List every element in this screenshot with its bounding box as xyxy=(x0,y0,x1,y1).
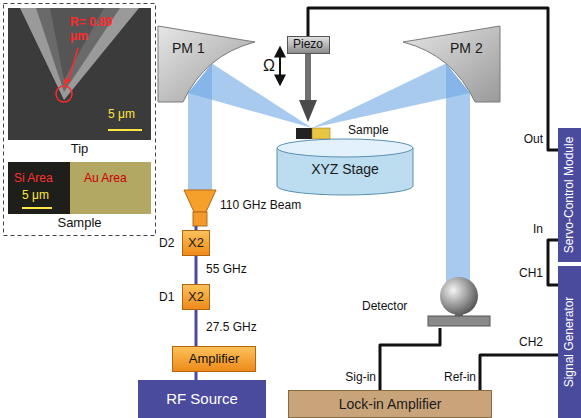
radius-pointer xyxy=(68,48,78,82)
sample-micrograph: Si Area Au Area 5 μm Sample xyxy=(8,162,151,234)
sample-micrograph-art xyxy=(8,162,151,214)
radius-circle xyxy=(56,86,72,102)
beam xyxy=(446,64,470,286)
port-label: CH2 xyxy=(519,336,543,350)
beam xyxy=(188,64,312,129)
doubler-box: D2X2 xyxy=(182,230,210,256)
mirror: PM 2 xyxy=(400,24,502,104)
probe-tip xyxy=(299,100,317,122)
port-label: Out xyxy=(524,133,543,147)
area-label: Au Area xyxy=(84,172,127,186)
inset-frame xyxy=(4,4,156,236)
amplifier-box: Amplifier xyxy=(172,346,256,372)
scale-bar xyxy=(22,207,52,209)
image-caption: Sample xyxy=(57,216,101,231)
rf-line xyxy=(195,256,198,284)
port-label: In xyxy=(533,223,543,237)
mirror-label: PM 2 xyxy=(450,40,483,56)
micrograph-ground xyxy=(8,8,151,140)
box-label: Servo-Control Module xyxy=(563,137,577,254)
horn-neck xyxy=(193,212,207,226)
rf-line xyxy=(195,310,198,346)
detector-art xyxy=(424,276,494,328)
stage-id: D2 xyxy=(159,237,174,251)
box-label: X2 xyxy=(188,236,204,251)
signal-wire xyxy=(380,328,440,390)
box-label: Lock-in Amplifier xyxy=(339,396,442,412)
servo-box: Servo-Control Module xyxy=(558,128,581,262)
box-label: Piezo xyxy=(293,38,323,52)
port-label: Sig-in xyxy=(345,371,376,385)
stage-label: XYZ Stage xyxy=(311,161,379,177)
signal-wire xyxy=(548,240,558,285)
signal-wire xyxy=(480,355,558,390)
doubler-box: D1X2 xyxy=(182,284,210,310)
scale-label: 5 μm xyxy=(22,189,49,203)
parabolic-mirror xyxy=(158,26,255,102)
scale-bar xyxy=(108,129,142,131)
detector-label: Detector xyxy=(362,300,407,314)
detector-base xyxy=(428,316,490,326)
signal-wire xyxy=(308,8,558,150)
detector: Detector xyxy=(424,276,494,328)
source-box: RF Source xyxy=(138,380,266,418)
piezo-box: Piezo xyxy=(287,36,330,54)
port-label: CH1 xyxy=(519,267,543,281)
box-label: X2 xyxy=(188,290,204,305)
box-label: Amplifier xyxy=(189,352,240,367)
mirror-label: PM 1 xyxy=(172,40,205,56)
xyz-stage: XYZ Stage xyxy=(275,137,415,197)
radius-note: R= 0.89 μm xyxy=(70,16,132,44)
mirror-art xyxy=(400,24,502,104)
oscillation-arrow xyxy=(279,48,281,84)
tip-micrograph: R= 0.89 μm 5 μm Tip xyxy=(8,8,151,158)
rf-line xyxy=(195,372,198,380)
cantilever xyxy=(305,54,311,100)
mirror: PM 1 xyxy=(158,24,258,104)
sample-si xyxy=(296,128,312,139)
port-label: Ref-in xyxy=(444,371,476,385)
image-caption: Tip xyxy=(71,142,89,157)
parabolic-mirror xyxy=(403,26,500,102)
si-area xyxy=(8,162,70,214)
beam-label: 110 GHz Beam xyxy=(220,199,301,213)
lockin-box: Lock-in Amplifier xyxy=(288,390,492,418)
box-label: Signal Generator xyxy=(563,297,577,388)
generator-box: Signal Generator xyxy=(558,266,581,418)
pointer-head xyxy=(64,78,71,86)
modulation-symbol: Ω xyxy=(263,57,275,75)
tip-edge xyxy=(20,8,139,100)
au-area xyxy=(70,162,151,214)
scale-label: 5 μm xyxy=(108,108,135,122)
part-label: Sample xyxy=(348,124,389,138)
sample-au xyxy=(312,128,330,139)
mirror-art xyxy=(158,24,258,104)
edge-label: 55 GHz xyxy=(206,263,247,277)
stage-id: D1 xyxy=(159,291,174,305)
stage-top xyxy=(277,139,413,157)
box-label: RF Source xyxy=(166,390,238,407)
detector-sphere xyxy=(440,277,478,315)
area-label: Si Area xyxy=(14,172,53,186)
edge-label: 27.5 GHz xyxy=(206,321,257,335)
horn-antenna xyxy=(184,190,216,212)
